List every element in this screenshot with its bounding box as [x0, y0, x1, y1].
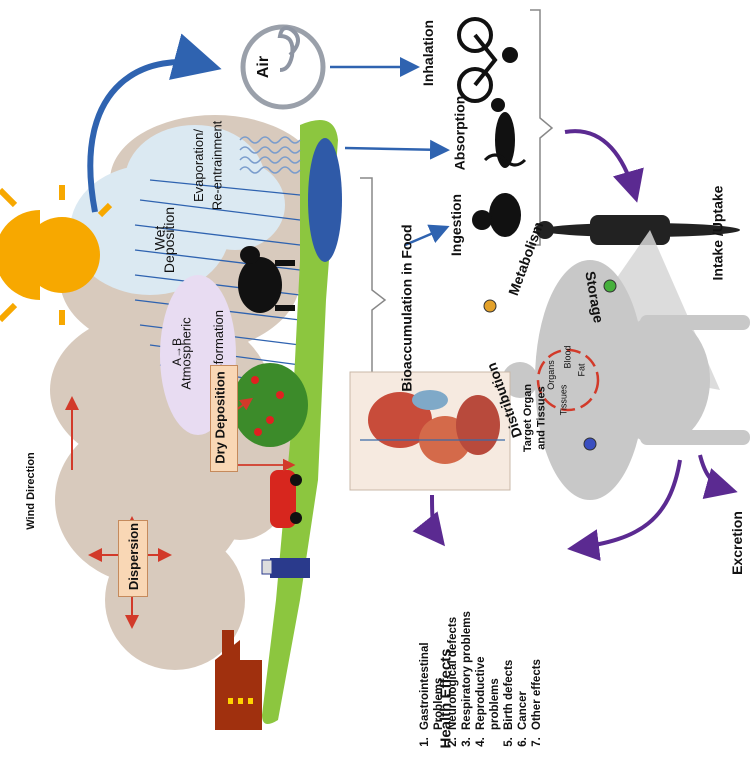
health-effect-item: Reproductive problems: [474, 610, 502, 734]
health-effect-item: Cancer: [516, 610, 530, 734]
arrow-to-body: [565, 131, 635, 195]
cyclist-icon: [459, 19, 516, 101]
arrow-to-health: [432, 495, 440, 540]
dry-deposition-label: Dry Deposition: [213, 371, 228, 463]
exposure-bracket: [530, 10, 552, 245]
evaporation-label-line1: Evaporation/: [191, 129, 206, 202]
target-label-line2: and Tissues: [536, 386, 548, 449]
tissues-label: Tissues: [558, 385, 568, 416]
health-effect-item: Other effects: [530, 610, 544, 734]
dispersion-label: Dispersion: [126, 523, 141, 590]
health-effects-list: Gastrointestinal Problems Neurological d…: [418, 610, 544, 760]
swimmer-icon: [485, 98, 525, 168]
health-effect-item: Gastrointestinal Problems: [418, 610, 446, 734]
target-label-line1: Target Organ: [522, 384, 534, 452]
bioaccumulation-label: Bioaccumulation in Food: [399, 224, 415, 391]
health-effect-item: Birth defects: [502, 610, 516, 734]
gas-pump: [262, 558, 310, 578]
arrow-water-absorption: [345, 148, 445, 150]
health-effect-item: Respiratory problems: [460, 610, 474, 734]
ingestion-label: Ingestion: [448, 194, 464, 256]
evaporation-label-line2: Re-entrainment: [209, 121, 224, 211]
intake-label: Intake /Uptake: [709, 186, 725, 281]
water-body: [308, 138, 342, 262]
blood-label: Blood: [563, 345, 573, 368]
wet-deposition-label-line2: Deposition: [161, 207, 177, 273]
wind-direction-label: Wind Direction: [25, 452, 37, 530]
excretion-label: Excretion: [729, 511, 745, 575]
inhalation-label: Inhalation: [420, 20, 436, 86]
fat-label: Fat: [577, 363, 587, 376]
arrow-to-excretion: [700, 455, 730, 490]
absorption-label: Absorption: [451, 96, 467, 171]
air-label: Air: [255, 56, 273, 78]
eating-person-icon: [472, 193, 521, 237]
transformation-label-line2: Atmospheric: [179, 317, 194, 389]
factory: [215, 630, 262, 730]
health-effect-item: Neurological defects: [446, 610, 460, 734]
organs-illustration: [350, 372, 510, 490]
